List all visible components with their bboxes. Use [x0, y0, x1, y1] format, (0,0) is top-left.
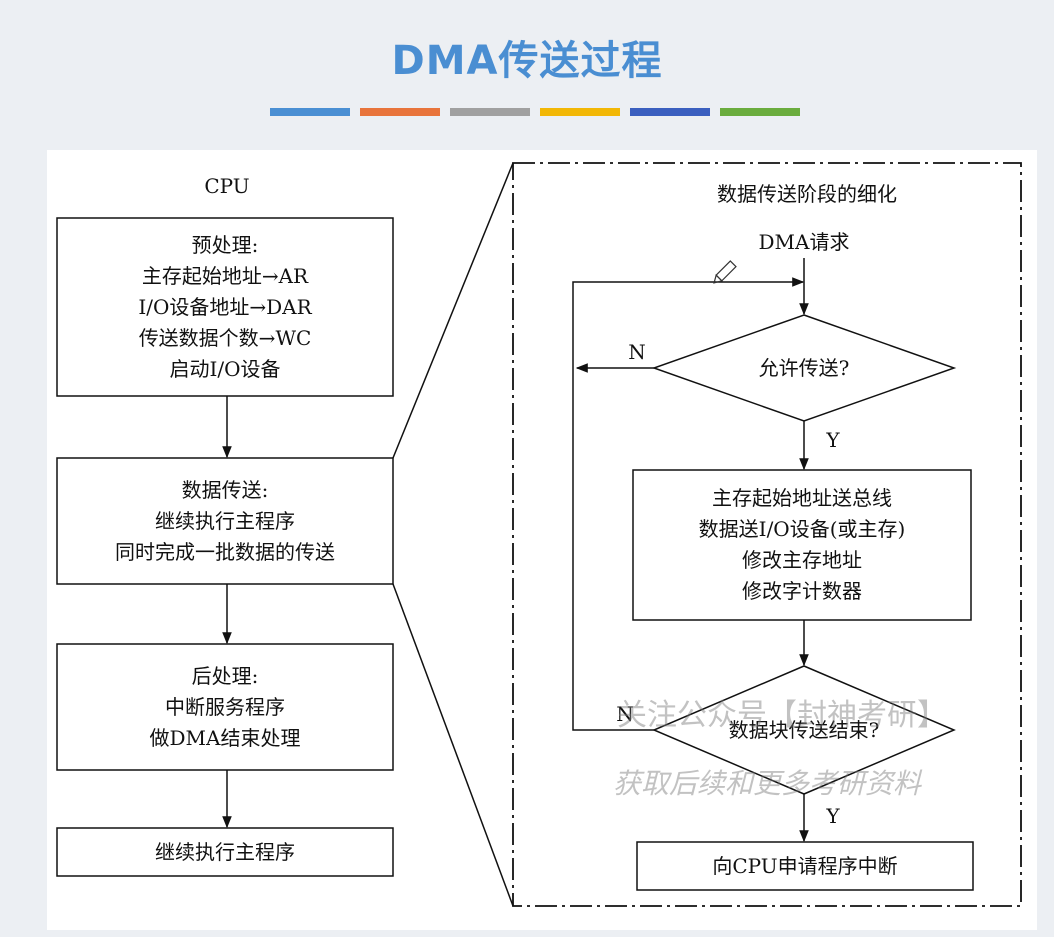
transfer-line-3: 同时完成一批数据的传送 — [115, 539, 335, 564]
post-line-1: 后处理: — [191, 663, 259, 688]
box-request-interrupt — [636, 841, 974, 891]
decision2-yes-label: Y — [826, 804, 840, 828]
decision2-no-label: N — [616, 702, 634, 726]
loop-back-line — [572, 277, 805, 731]
box-continue-main-text: 继续执行主程序 — [57, 828, 393, 876]
box-request-interrupt-text: 向CPU申请程序中断 — [637, 842, 973, 890]
dma-request-label: DMA请求 — [758, 230, 850, 254]
decision1-no-label: N — [628, 340, 646, 364]
steps-line-2: 数据送I/O设备(或主存) — [698, 517, 906, 541]
steps-line-4: 修改字计数器 — [742, 579, 862, 603]
color-bar-6 — [720, 108, 800, 116]
watermark-line-2: 获取后续和更多考研资料 — [613, 767, 922, 800]
post-line-3: 做DMA结束处理 — [149, 725, 301, 750]
preprocess-line-4: 传送数据个数→WC — [138, 325, 312, 350]
title-color-bars — [270, 108, 800, 116]
watermark-line-1: 关注公众号【封神考研】 — [617, 698, 947, 733]
color-bar-3 — [450, 108, 530, 116]
zoom-line-top — [392, 162, 514, 459]
diagram-lines — [56, 162, 1022, 907]
transfer-line-2: 继续执行主程序 — [155, 508, 295, 533]
box-data-transfer-text: 数据传送: 继续执行主程序 同时完成一批数据的传送 — [57, 458, 393, 584]
preprocess-line-2: 主存起始地址→AR — [141, 263, 309, 288]
color-bar-4 — [540, 108, 620, 116]
decision2-text: 数据块传送结束? — [728, 718, 880, 742]
box-continue-main — [56, 827, 394, 877]
preprocess-line-5: 启动I/O设备 — [169, 356, 281, 381]
color-bar-1 — [270, 108, 350, 116]
box-transfer-steps-text: 主存起始地址送总线 数据送I/O设备(或主存) 修改主存地址 修改字计数器 — [633, 470, 971, 620]
color-bar-2 — [360, 108, 440, 116]
decision1-yes-label: Y — [826, 428, 840, 452]
preprocess-line-1: 预处理: — [191, 232, 259, 257]
box-preprocess-text: 预处理: 主存起始地址→AR I/O设备地址→DAR 传送数据个数→WC 启动I… — [57, 218, 393, 396]
zoom-line-bottom — [392, 583, 514, 907]
box-postprocess-text: 后处理: 中断服务程序 做DMA结束处理 — [57, 644, 393, 770]
transfer-line-1: 数据传送: — [181, 477, 269, 502]
detail-title: 数据传送阶段的细化 — [717, 182, 897, 206]
box-data-transfer — [56, 457, 394, 585]
post-line-2: 中断服务程序 — [165, 694, 285, 719]
box-preprocess — [56, 217, 394, 397]
interrupt-line-1: 向CPU申请程序中断 — [712, 853, 898, 878]
steps-line-1: 主存起始地址送总线 — [712, 486, 892, 510]
slide-title: DMA传送过程 — [391, 38, 663, 84]
decision1-text: 允许传送? — [758, 356, 850, 380]
color-bar-5 — [630, 108, 710, 116]
detail-frame — [512, 162, 1022, 907]
continue-line-1: 继续执行主程序 — [155, 839, 295, 864]
box-transfer-steps — [632, 469, 972, 621]
cpu-label: CPU — [204, 174, 250, 198]
pen-icon — [713, 260, 737, 284]
diagram-canvas: CPU 预处理: 主存起始地址→AR I/O设备地址→DAR 传送数据个数→WC… — [47, 150, 1037, 930]
steps-line-3: 修改主存地址 — [742, 548, 862, 572]
preprocess-line-3: I/O设备地址→DAR — [138, 294, 312, 319]
